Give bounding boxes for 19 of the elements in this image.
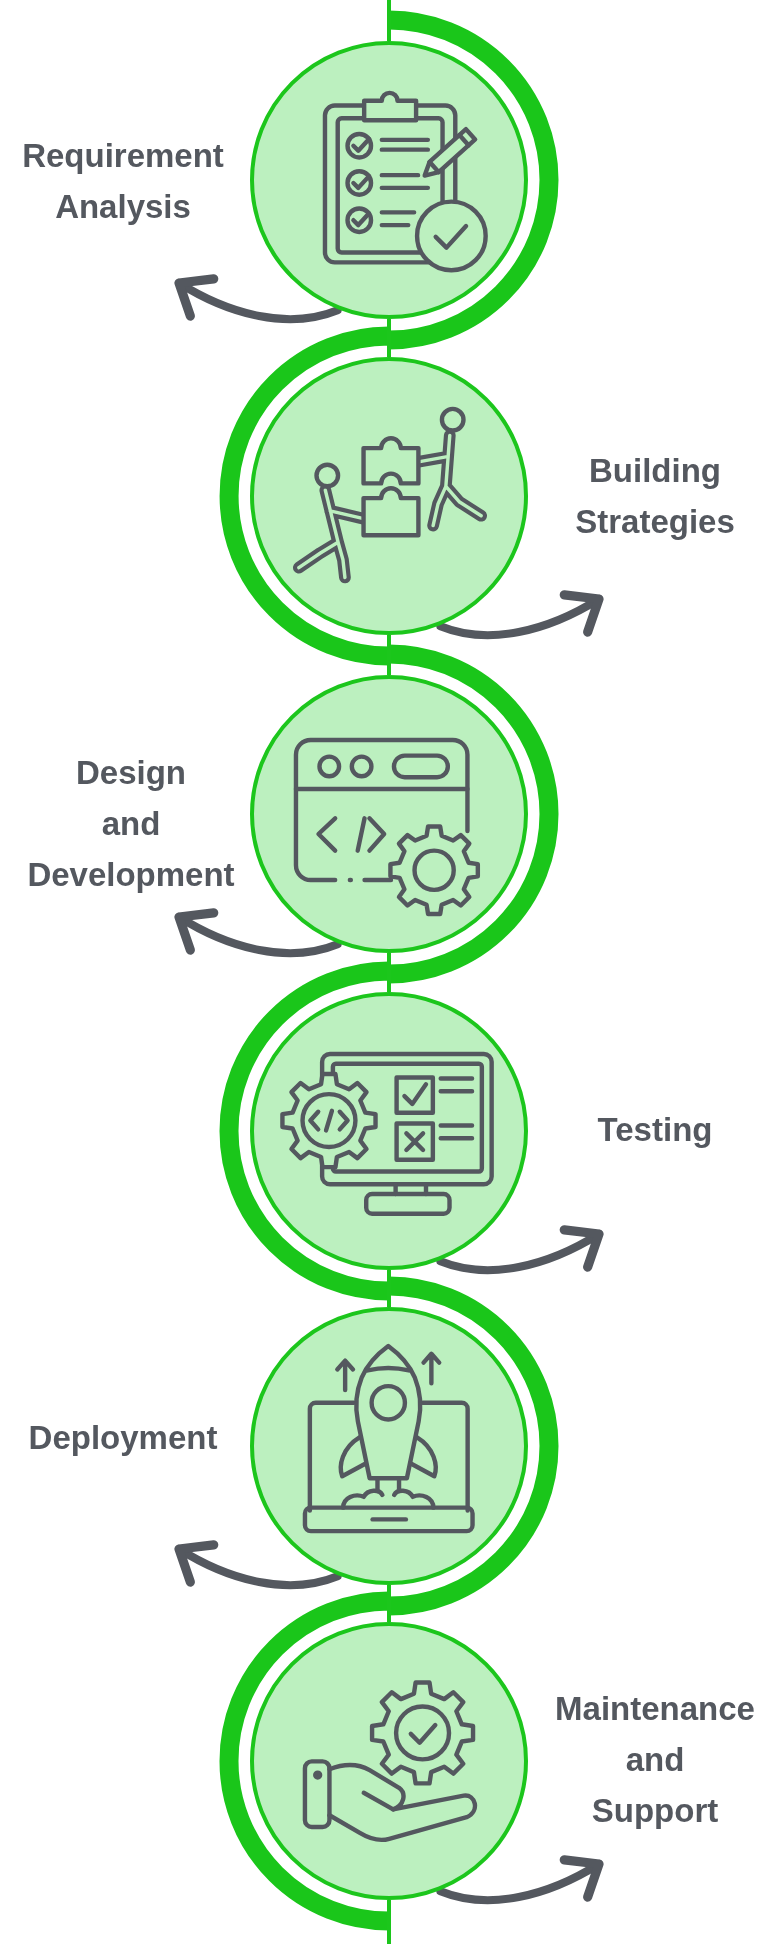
curved-arrow [436,1224,604,1275]
step-label: Requirement Analysis [22,135,224,227]
step-label: Testing [597,1110,713,1150]
step-label: Deployment [28,1418,218,1458]
step-label: Design and Development [27,753,235,895]
connector-line [387,1270,391,1307]
curved-arrow [174,1539,342,1590]
connector-line [387,1900,391,1944]
connector-line [387,0,391,41]
step-label: Maintenance and Support [555,1689,755,1831]
connector-line [387,953,391,992]
connector-line [387,1585,391,1622]
connector-line [387,635,391,675]
curved-arrow [436,1854,604,1905]
connector-line [387,319,391,357]
step-label: Building Strategies [575,450,735,542]
curved-arrow [174,273,342,324]
curved-arrow [436,589,604,640]
curved-arrow [174,907,342,958]
